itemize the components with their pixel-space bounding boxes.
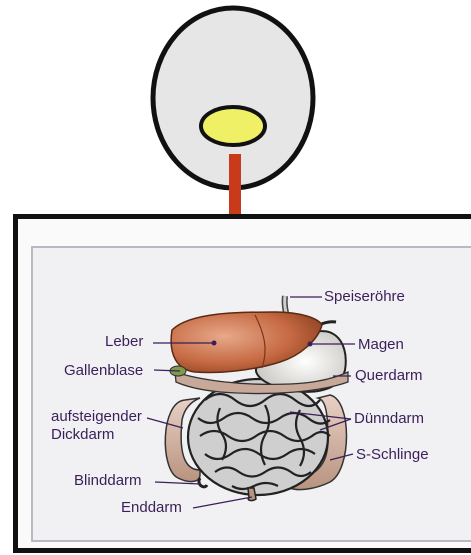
label-magen: Magen (358, 336, 404, 353)
label-gallenblase: Gallenblase (64, 362, 143, 379)
label-blinddarm: Blinddarm (74, 472, 142, 489)
small-intestine-shape (188, 379, 330, 495)
label-aufsteigender: aufsteigender (51, 408, 142, 425)
label-dickdarm: Dickdarm (51, 426, 114, 443)
label-querdarm: Querdarm (355, 367, 423, 384)
label-leber: Leber (105, 333, 143, 350)
appendix-shape (199, 478, 207, 487)
label-speiseroehre: Speiseröhre (324, 288, 405, 305)
label-enddarm: Enddarm (121, 499, 182, 516)
rectum-shape (248, 488, 256, 501)
label-duenndarm: Dünndarm (354, 410, 424, 427)
label-s-schlinge: S-Schlinge (356, 446, 429, 463)
